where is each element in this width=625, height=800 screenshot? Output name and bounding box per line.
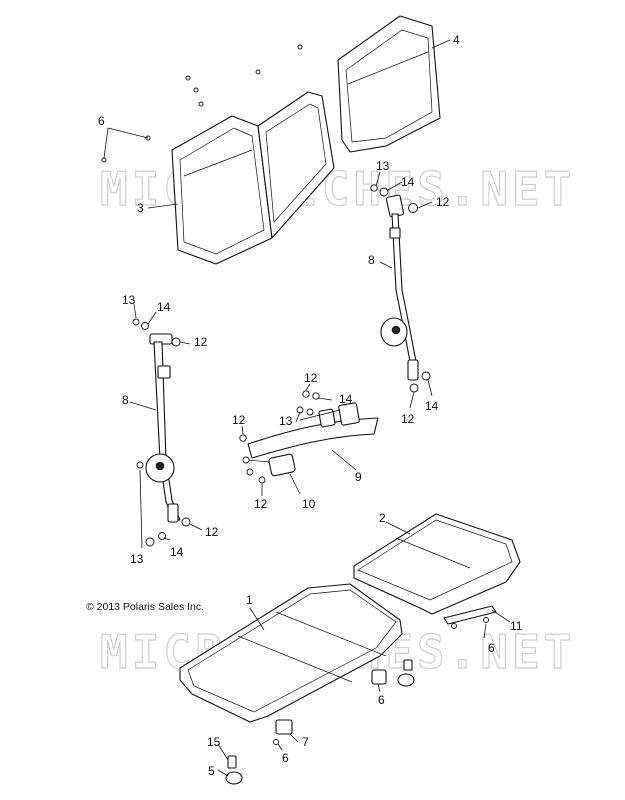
hardware-center[interactable] — [239, 390, 320, 484]
callout-14-b: 14 — [157, 300, 171, 314]
callout-12-d: 12 — [232, 413, 246, 427]
callout-13-c: 13 — [279, 414, 293, 428]
seat-back-bench[interactable] — [171, 91, 335, 265]
callout-13-a: 13 — [376, 159, 390, 173]
callout-1: 1 — [246, 593, 253, 607]
seat-back-single[interactable] — [337, 15, 441, 153]
bracket-11[interactable] — [443, 605, 497, 629]
hardware-left-belt[interactable] — [132, 318, 191, 547]
callout-12-f: 12 — [254, 497, 268, 511]
seat-bottom-bench[interactable] — [179, 583, 403, 723]
callout-11: 11 — [510, 619, 523, 633]
seat-belt-left[interactable] — [145, 333, 181, 523]
copyright-notice: © 2013 Polaris Sales Inc. — [86, 601, 204, 613]
callout-6-bottom: 6 — [282, 751, 289, 765]
callout-5: 5 — [208, 764, 215, 778]
callout-12-a: 12 — [436, 195, 450, 209]
callout-3: 3 — [137, 201, 144, 215]
callout-labels: 1 2 3 4 5 6 6 6 6 7 8 8 9 10 11 12 12 12… — [98, 33, 523, 778]
buckle-left-center[interactable] — [247, 453, 296, 477]
seat-bottom-single[interactable] — [353, 513, 521, 615]
callout-10: 10 — [302, 497, 316, 511]
callout-12-b: 12 — [194, 335, 208, 349]
seat-hardware-bottom[interactable] — [225, 659, 415, 785]
callout-14-a: 14 — [401, 175, 415, 189]
callout-12-e: 12 — [401, 412, 415, 426]
callout-14-c: 14 — [339, 392, 353, 406]
callout-12-g: 12 — [205, 525, 219, 539]
watermark-top: MICROFICHES.NET — [100, 162, 575, 216]
screw-group-6[interactable] — [101, 44, 303, 163]
callout-15: 15 — [207, 735, 221, 749]
seat-belt-right[interactable] — [380, 194, 419, 381]
leader-lines — [103, 39, 511, 777]
callout-7: 7 — [302, 735, 309, 749]
callout-13-d: 13 — [130, 552, 144, 566]
callout-2: 2 — [379, 511, 386, 525]
callout-8-left: 8 — [122, 393, 129, 407]
callout-12-c: 12 — [304, 371, 318, 385]
buckle-assembly-center[interactable] — [247, 402, 379, 459]
callout-13-b: 13 — [122, 293, 136, 307]
callout-9: 9 — [355, 470, 362, 484]
callout-14-e: 14 — [170, 545, 184, 559]
callout-6-mid: 6 — [378, 693, 385, 707]
hardware-right-belt[interactable] — [370, 184, 431, 393]
callout-8-right: 8 — [368, 253, 375, 267]
callout-6-right: 6 — [488, 641, 495, 655]
callout-4: 4 — [453, 33, 460, 47]
callout-14-d: 14 — [425, 399, 439, 413]
callout-6-top: 6 — [98, 114, 105, 128]
